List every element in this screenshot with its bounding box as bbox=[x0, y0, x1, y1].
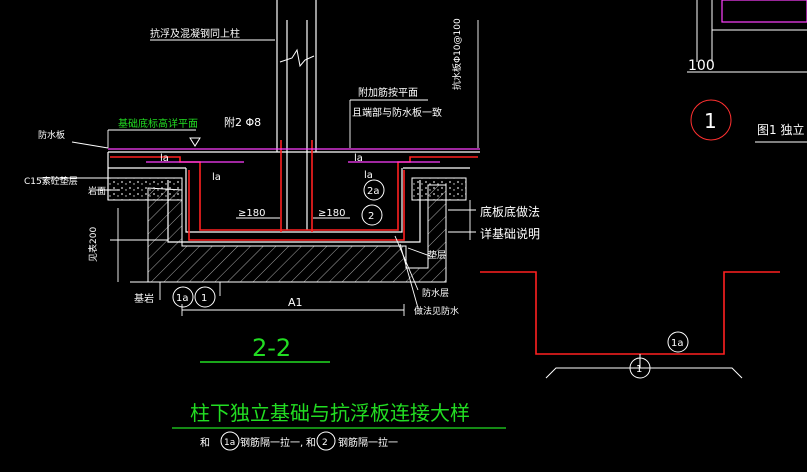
marker-2: 2 bbox=[368, 211, 374, 222]
detail-marker-1a: 1a bbox=[671, 338, 684, 349]
bottom-method-2: 详基础说明 bbox=[480, 226, 540, 241]
bottom-method-1: 底板底做法 bbox=[480, 204, 540, 219]
top-note: 抗浮及混凝钢同上柱 bbox=[150, 27, 240, 40]
la-label-1: la bbox=[160, 153, 169, 164]
la-label-2: la bbox=[212, 172, 221, 183]
right-detail bbox=[480, 271, 780, 379]
la-label-4: la bbox=[364, 170, 373, 181]
marker-1: 1 bbox=[201, 293, 207, 304]
drawing-title: 柱下独立基础与抗浮板连接大样 bbox=[190, 401, 470, 425]
vertical-note: 抗水板Φ10@100 bbox=[451, 18, 463, 90]
elev-triangle bbox=[189, 137, 201, 147]
waterproof-layer-label-2: 做法见防水 bbox=[414, 305, 459, 317]
legend-and-2: 和 bbox=[306, 437, 316, 449]
foundation-outline bbox=[107, 0, 480, 243]
legend-text-1: 钢筋隔一拉一, bbox=[240, 436, 303, 449]
legend-marker-1a: 1a bbox=[224, 438, 235, 448]
base-rock-label: 基岩 bbox=[134, 292, 154, 305]
waterproof-layer-label: 防水层 bbox=[422, 287, 449, 299]
cushion-label: 垫层 bbox=[428, 249, 446, 261]
rebar-ref: 附2 Φ8 bbox=[224, 115, 261, 129]
rock-label: 岩面 bbox=[88, 185, 106, 197]
note-right-1: 附加筋按平面 bbox=[358, 86, 418, 99]
marker-circles bbox=[172, 179, 385, 451]
top-right-100: 100 bbox=[688, 58, 715, 74]
rebar-lines bbox=[110, 140, 478, 241]
top-right-circle-label: 1 bbox=[704, 109, 717, 133]
column-break-mark bbox=[279, 48, 315, 68]
marker-2a: 2a bbox=[367, 186, 380, 197]
marker-1a: 1a bbox=[176, 293, 189, 304]
figure-label: 图1 独立 bbox=[757, 122, 804, 137]
detail-marker-1: 1 bbox=[636, 364, 642, 375]
waterproof-left: 防水板 bbox=[38, 129, 65, 141]
leader-lines bbox=[40, 20, 479, 316]
legend-marker-2: 2 bbox=[322, 438, 328, 448]
bottom-elev-label: 基础底标高详平面 bbox=[118, 117, 198, 130]
ge180-left: ≥180 bbox=[238, 208, 265, 219]
note-right-2: 且端部与防水板一致 bbox=[352, 106, 442, 119]
legend-and-1: 和 bbox=[200, 437, 210, 449]
dim-a1: A1 bbox=[288, 296, 303, 309]
top-right-magenta-box bbox=[721, 0, 807, 23]
hatched-foundation bbox=[107, 177, 467, 283]
top-right-detail bbox=[687, 0, 807, 143]
dim-left-label: 见表200 bbox=[87, 227, 99, 262]
legend-text-2: 钢筋隔一拉一 bbox=[338, 436, 398, 449]
ge180-right: ≥180 bbox=[318, 208, 345, 219]
section-label: 2-2 bbox=[252, 334, 291, 362]
la-label-3: la bbox=[354, 153, 363, 164]
c15-label: C15素砼垫层 bbox=[24, 175, 78, 187]
